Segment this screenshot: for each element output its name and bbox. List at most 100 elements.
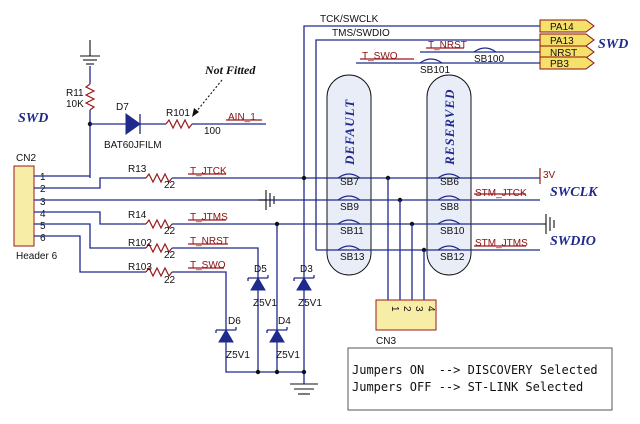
net-t-swo-top: T_SWO — [362, 51, 398, 62]
d5-ref: D5 — [254, 264, 267, 275]
r103-ref: R103 — [128, 262, 152, 273]
cn2-pin-numbers: 1 2 3 4 5 6 — [40, 172, 46, 244]
solder-bridge-arcs — [337, 173, 461, 251]
net-ain1: AIN_1 — [228, 112, 256, 123]
zener-d5 — [247, 275, 269, 291]
sb8-label: SB8 — [440, 202, 459, 213]
r11-resistor — [84, 83, 96, 111]
sb12-label: SB12 — [440, 252, 465, 263]
d7-ref: D7 — [116, 102, 129, 113]
port-tag-pb3 — [539, 56, 595, 70]
cn3-pin-4: 4 — [425, 306, 436, 312]
net-t-nrst-top: T_NRST — [428, 40, 467, 51]
r13-value: 22 — [164, 180, 176, 191]
r11-value: 10K — [66, 99, 84, 110]
swd-heading-right: SWD — [598, 37, 628, 52]
solder-bridge-labels: SB7 SB9 SB11 SB13 SB6 SB8 SB10 SB12 — [340, 177, 465, 263]
port-pb3-label: PB3 — [550, 59, 569, 70]
cn2-pin-wires — [34, 175, 540, 273]
cn2-label: Header 6 — [16, 251, 58, 262]
sb101-label: SB101 — [420, 65, 450, 76]
zener-d3 — [293, 275, 315, 291]
r101-resistor — [165, 118, 193, 130]
cn2-pin-6: 6 — [40, 233, 46, 244]
d6-ref: D6 — [228, 316, 241, 327]
not-fitted-note: Not Fitted — [204, 63, 256, 77]
swclk-heading: SWCLK — [550, 185, 599, 200]
d3-value: Z5V1 — [298, 298, 322, 309]
zener-d6 — [215, 327, 237, 343]
cn2-pin-1: 1 — [40, 172, 46, 183]
port-pa14-label: PA14 — [550, 22, 574, 33]
d5-value: Z5V1 — [253, 298, 277, 309]
swd-heading-left: SWD — [18, 111, 48, 126]
port-tag-pa14 — [539, 19, 595, 33]
net-t-jtms: T_JTMS — [190, 212, 228, 223]
r13-ref: R13 — [128, 164, 147, 175]
sb13-label: SB13 — [340, 252, 365, 263]
cn3-connector-body — [375, 299, 437, 331]
sb9-label: SB9 — [340, 202, 359, 213]
jumper-note-line-1: Jumpers ON --> DISCOVERY Selected — [352, 363, 598, 377]
jumper-note-line-2: Jumpers OFF --> ST-LINK Selected — [352, 380, 583, 394]
r101-ref: R101 — [166, 108, 190, 119]
r11-ref: R11 — [66, 88, 84, 99]
r101-value: 100 — [204, 126, 221, 137]
r103-value: 22 — [164, 275, 176, 286]
net-tms-swdio: TMS/SWDIO — [332, 28, 390, 39]
cn2-pin-2: 2 — [40, 184, 46, 195]
r102-value: 22 — [164, 250, 176, 261]
port-nrst-label: NRST — [550, 48, 577, 59]
cn3-vertical-wires — [387, 178, 425, 300]
jumper-note-box — [347, 347, 613, 411]
port-tag-pa13 — [539, 33, 595, 47]
swdio-heading: SWDIO — [550, 234, 596, 249]
r102-resistor — [145, 242, 173, 254]
r13-resistor — [145, 172, 173, 184]
default-group-pill — [326, 74, 372, 276]
cn2-header-body — [13, 165, 35, 247]
sb7-label: SB7 — [340, 177, 359, 188]
zener-d4 — [266, 327, 288, 343]
cn2-pin-4: 4 — [40, 209, 46, 220]
cn2-pin-3: 3 — [40, 197, 46, 208]
sb11-label: SB11 — [340, 226, 364, 237]
port-tag-nrst — [539, 45, 595, 59]
port-pa13-label: PA13 — [550, 36, 574, 47]
d6-value: Z5V1 — [226, 350, 250, 361]
sb100-label: SB100 — [474, 54, 504, 65]
cn3-pin-1: 1 — [389, 306, 400, 312]
net-wires — [172, 173, 540, 384]
r14-resistor — [145, 218, 173, 230]
reserved-group-pill — [426, 74, 472, 276]
ground-symbol-bottom — [290, 383, 318, 395]
net-stm-jtck: STM_JTCK — [475, 188, 527, 199]
d7-diode — [125, 113, 141, 135]
d4-value: Z5V1 — [276, 350, 300, 361]
default-group-label: DEFAULT — [342, 99, 357, 166]
cn2-ref: CN2 — [16, 153, 36, 164]
r102-ref: R102 — [128, 238, 152, 249]
net-t-nrst: T_NRST — [190, 236, 229, 247]
sb10-label: SB10 — [440, 226, 465, 237]
net-t-jtck: T_JTCK — [190, 166, 227, 177]
ground-symbol-top — [80, 40, 100, 65]
net-tck-swclk: TCK/SWCLK — [320, 14, 379, 25]
not-fitted-arrow — [192, 79, 223, 117]
cn3-pin-3: 3 — [413, 306, 424, 312]
r14-ref: R14 — [128, 210, 147, 221]
cn2-pin-5: 5 — [40, 221, 46, 232]
net-t-swo: T_SWO — [190, 260, 226, 271]
ground-symbol-right — [540, 214, 555, 234]
port-tags: PA14 PA13 NRST PB3 — [539, 19, 595, 70]
d3-ref: D3 — [300, 264, 313, 275]
power-3v-label: 3V — [543, 170, 556, 181]
r103-resistor — [145, 266, 173, 278]
cn3-ref: CN3 — [376, 336, 396, 347]
cn3-pin-2: 2 — [401, 306, 412, 312]
ground-symbol-mid — [258, 190, 275, 210]
net-stm-jtms: STM_JTMS — [475, 238, 528, 249]
reserved-group-label: RESERVED — [442, 89, 457, 166]
d4-ref: D4 — [278, 316, 291, 327]
